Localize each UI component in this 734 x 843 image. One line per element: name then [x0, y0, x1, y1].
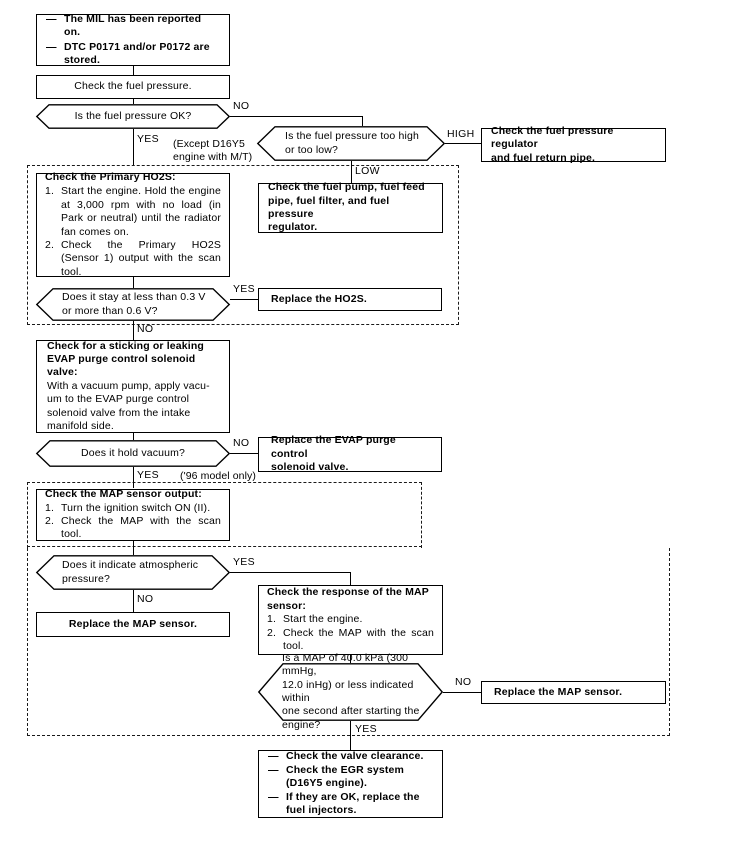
dash-bullet-icon: — [268, 790, 279, 803]
node-action-replace-map-1: Replace the MAP sensor. [36, 612, 230, 637]
ho2s-step-2: 2. Check the Primary HO2S (Sensor 1) out… [45, 238, 221, 278]
connector-evap-to-q4 [133, 433, 134, 440]
connector-q6-no [443, 692, 481, 693]
label-no-ho2s: NO [137, 323, 154, 335]
dash-bullet-icon: — [46, 12, 57, 25]
hexagon-shape [35, 104, 231, 129]
annotation-96-model-only: ('96 model only) [180, 470, 256, 482]
connector-q5-no [133, 590, 134, 612]
ho2s-title: Check the Primary HO2S: [45, 170, 176, 183]
hexagon-shape [256, 126, 446, 161]
node-q-hold-vacuum: Does it hold vacuum? [35, 440, 231, 467]
hexagon-shape [257, 663, 444, 721]
node-symptom: — The MIL has been reported on. — DTC P0… [36, 12, 230, 66]
connector-q4-no [230, 453, 258, 454]
hexagon-shape [35, 555, 231, 590]
connector-mapoutput-to-q5 [133, 541, 134, 555]
hexagon-shape [35, 288, 231, 321]
hexagon-shape [35, 440, 231, 467]
connector-q1-yes [133, 129, 134, 165]
node-q-fuel-pressure-high-low: Is the fuel pressure too high or too low… [256, 126, 446, 161]
connector-q5-yes [230, 572, 351, 573]
label-yes-1: YES [137, 133, 159, 145]
node-q-ho2s-voltage: Does it stay at less than 0.3 V or more … [35, 288, 231, 321]
connector-q3-yes [230, 299, 258, 300]
map-response-step-1: 1. Start the engine. [267, 613, 363, 626]
node-check-map-output: Check the MAP sensor output: 1. Turn the… [36, 488, 230, 541]
label-yes-ho2s: YES [233, 283, 255, 295]
connector-q1-no-down [362, 116, 363, 126]
connector-symptom-to-checkfuel [133, 66, 134, 75]
map-output-step-1: 1. Turn the ignition switch ON (II). [45, 501, 211, 514]
connector-q6-yes [350, 721, 351, 750]
dashed-region-map-outer-top-left [27, 546, 422, 550]
label-yes-vacuum: YES [137, 469, 159, 481]
connector-q2-low [351, 161, 352, 183]
node-action-replace-evap: Replace the EVAP purge control solenoid … [258, 434, 442, 473]
node-action-replace-ho2s: Replace the HO2S. [258, 288, 442, 311]
connector-checkfuel-to-q1 [133, 99, 134, 104]
node-q-atmospheric: Does it indicate atmospheric pressure? [35, 555, 231, 590]
ho2s-step-1: 1. Start the engine. Hold the engine at … [45, 185, 221, 238]
connector-q4-yes [133, 467, 134, 488]
symptom-line-1: — The MIL has been reported on. [46, 12, 202, 39]
node-action-regulator: Check the fuel pressure regulator and fu… [481, 125, 666, 164]
label-no-1: NO [233, 100, 250, 112]
label-high: HIGH [447, 128, 475, 140]
node-q-fuel-pressure-ok: Is the fuel pressure OK? [35, 104, 231, 129]
node-action-replace-map-2: Replace the MAP sensor. [481, 681, 666, 704]
dash-bullet-icon: — [268, 763, 279, 776]
dash-bullet-icon: — [268, 750, 279, 763]
map-response-step-2: 2. Check the MAP with the scan tool. [267, 626, 434, 653]
dash-bullet-icon: — [46, 40, 57, 53]
connector-mapresponse-to-q6 [350, 655, 351, 663]
node-check-primary-ho2s: Check the Primary HO2S: 1. Start the eng… [36, 170, 230, 278]
label-no-atmospheric: NO [137, 593, 154, 605]
symptom-line-2: — DTC P0171 and/or P0172 are stored. [46, 40, 210, 66]
connector-q2-high [445, 143, 481, 144]
connector-ho2s-to-q3 [133, 277, 134, 288]
connector-q5-yes-down [350, 572, 351, 585]
final-line-3: — If they are OK, replace the fuel injec… [268, 790, 420, 817]
connector-q3-no [133, 321, 134, 340]
final-line-1: — Check the valve clearance. [268, 750, 424, 763]
node-check-map-response: Check the response of the MAP sensor: 1.… [258, 585, 443, 655]
label-no-map40: NO [455, 676, 472, 688]
map-output-step-2: 2. Check the MAP with the scan tool. [45, 515, 221, 541]
node-action-fuel-pump: Check the fuel pump, fuel feed pipe, fue… [258, 181, 443, 233]
connector-q1-no [230, 116, 363, 117]
label-yes-map40: YES [355, 723, 377, 735]
node-q-map-40kpa: Is a MAP of 40.0 kPa (300 mmHg, 12.0 inH… [257, 652, 444, 731]
label-no-vacuum: NO [233, 437, 250, 449]
label-low: LOW [355, 165, 380, 177]
label-yes-atmospheric: YES [233, 556, 255, 568]
node-check-evap: Check for a sticking or leaking EVAP pur… [36, 340, 230, 433]
node-final-actions: — Check the valve clearance. — Check the… [258, 750, 443, 818]
final-line-2: — Check the EGR system (D16Y5 engine). [268, 763, 404, 790]
node-check-fuel-pressure: Check the fuel pressure. [36, 75, 230, 99]
annotation-except-d16y5: (Except D16Y5 engine with M/T) [173, 138, 253, 163]
